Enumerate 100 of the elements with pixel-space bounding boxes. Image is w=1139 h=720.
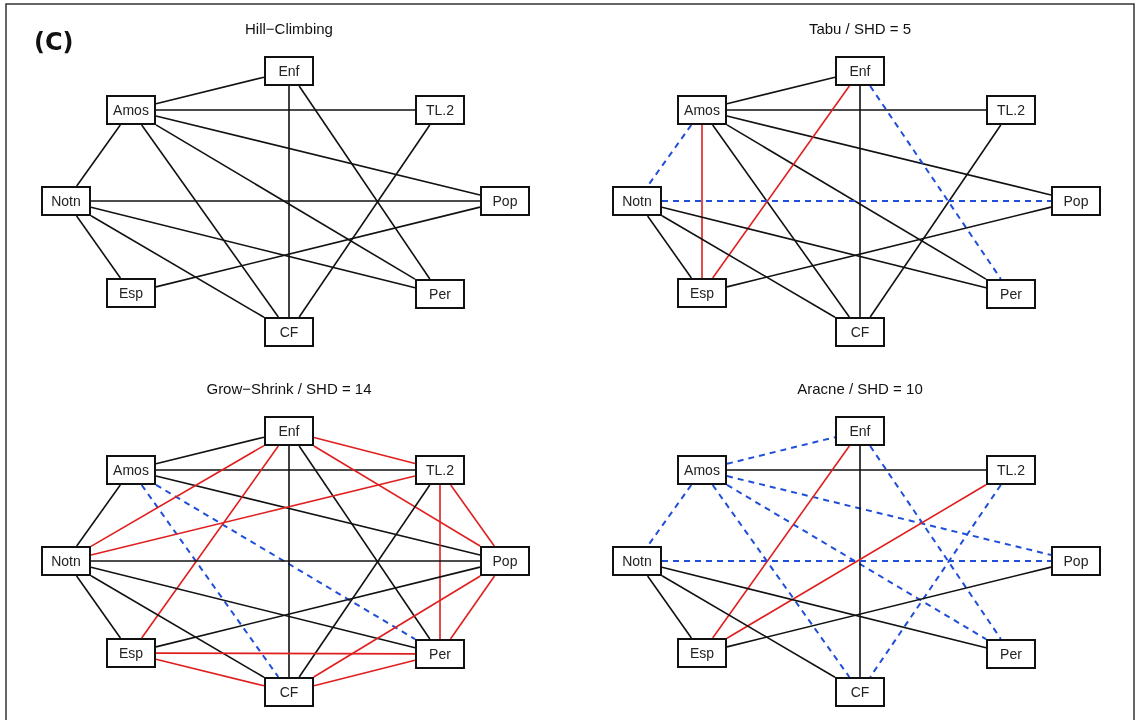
connector-line xyxy=(155,658,265,687)
variable-box: Enf xyxy=(264,416,314,446)
connector-line xyxy=(155,652,416,655)
variable-box: TL.2 xyxy=(415,455,465,485)
connector-line xyxy=(701,124,703,279)
variable-box: CF xyxy=(835,317,885,347)
variable-box: Pop xyxy=(480,546,530,576)
connector-line xyxy=(90,444,265,548)
connector-line xyxy=(726,206,1052,288)
connector-line xyxy=(726,76,836,105)
variable-box: Notn xyxy=(41,546,91,576)
connector-line xyxy=(726,566,1052,648)
variable-box: CF xyxy=(264,317,314,347)
connector-line xyxy=(155,76,265,105)
connector-line xyxy=(288,85,290,318)
connector-line xyxy=(859,85,861,318)
variable-box: Enf xyxy=(835,416,885,446)
variable-box: Per xyxy=(986,639,1036,669)
connector-line xyxy=(288,445,290,678)
connector-line xyxy=(298,85,431,280)
connector-line xyxy=(140,124,280,318)
connector-line xyxy=(859,445,861,678)
dashed-line xyxy=(869,445,1002,640)
connector-line xyxy=(313,436,416,465)
connector-line xyxy=(90,200,481,202)
connector-line xyxy=(711,124,851,318)
connector-line xyxy=(711,85,851,279)
connector-line xyxy=(75,215,122,279)
variable-box: TL.2 xyxy=(986,455,1036,485)
variable-box: Pop xyxy=(480,186,530,216)
panel-title: Grow−Shrink / SHD = 14 xyxy=(206,380,372,397)
variable-box: Esp xyxy=(106,278,156,308)
connector-line xyxy=(75,484,122,547)
connector-line xyxy=(449,575,496,640)
connector-line xyxy=(646,215,693,279)
connector-line xyxy=(313,445,481,547)
variable-box: Per xyxy=(415,639,465,669)
variable-box: Amos xyxy=(106,455,156,485)
dashed-line xyxy=(726,475,1052,556)
connector-line xyxy=(90,560,481,562)
variable-box: Pop xyxy=(1051,546,1101,576)
connector-line xyxy=(155,475,481,556)
connector-line xyxy=(90,206,416,289)
connector-line xyxy=(661,206,987,289)
variable-box: CF xyxy=(835,677,885,707)
dashed-line xyxy=(155,483,416,641)
connector-line xyxy=(646,575,693,639)
variable-box: Esp xyxy=(677,638,727,668)
variable-box: Amos xyxy=(677,95,727,125)
connector-line xyxy=(726,115,1052,196)
variable-box: Notn xyxy=(612,186,662,216)
connector-line xyxy=(140,445,280,639)
connector-line xyxy=(312,575,482,678)
variable-box: Amos xyxy=(677,455,727,485)
dashed-line xyxy=(646,124,693,187)
dashed-line xyxy=(726,436,836,465)
connector-line xyxy=(90,475,416,556)
dashed-line xyxy=(661,200,1052,202)
connector-line xyxy=(439,484,441,640)
connector-line xyxy=(298,484,431,678)
variable-box: TL.2 xyxy=(986,95,1036,125)
panel-title: Hill−Climbing xyxy=(245,20,333,37)
connector-line xyxy=(711,445,851,639)
connector-line xyxy=(726,109,987,111)
connector-line xyxy=(726,124,987,280)
variable-box: Enf xyxy=(835,56,885,86)
connector-line xyxy=(449,484,496,547)
connector-line xyxy=(298,445,431,640)
connector-line xyxy=(313,659,416,687)
connector-line xyxy=(155,115,481,196)
connector-line xyxy=(75,575,122,639)
connector-line xyxy=(90,574,265,679)
variable-box: Per xyxy=(986,279,1036,309)
variable-box: Enf xyxy=(264,56,314,86)
connector-line xyxy=(661,574,836,679)
variable-box: Notn xyxy=(612,546,662,576)
dashed-line xyxy=(140,484,280,678)
connector-line xyxy=(869,124,1002,318)
variable-box: Amos xyxy=(106,95,156,125)
connector-line xyxy=(155,109,416,111)
connector-line xyxy=(155,124,416,280)
connector-line xyxy=(661,214,836,319)
variable-box: Pop xyxy=(1051,186,1101,216)
connector-line xyxy=(155,206,481,288)
connector-line xyxy=(155,436,265,465)
connector-line xyxy=(75,124,122,187)
connector-line xyxy=(155,566,481,648)
dashed-line xyxy=(646,484,693,547)
connector-line xyxy=(726,469,987,471)
panel-title: Tabu / SHD = 5 xyxy=(808,20,912,37)
dashed-line xyxy=(711,484,851,678)
variable-box: Per xyxy=(415,279,465,309)
panel-label: (C) xyxy=(34,28,74,56)
variable-box: Esp xyxy=(677,278,727,308)
connector-line xyxy=(90,214,265,319)
dashed-line xyxy=(869,85,1002,280)
connector-line xyxy=(90,566,416,649)
panel-title: Aracne / SHD = 10 xyxy=(797,380,923,397)
variable-box: TL.2 xyxy=(415,95,465,125)
dashed-line xyxy=(661,560,1052,562)
